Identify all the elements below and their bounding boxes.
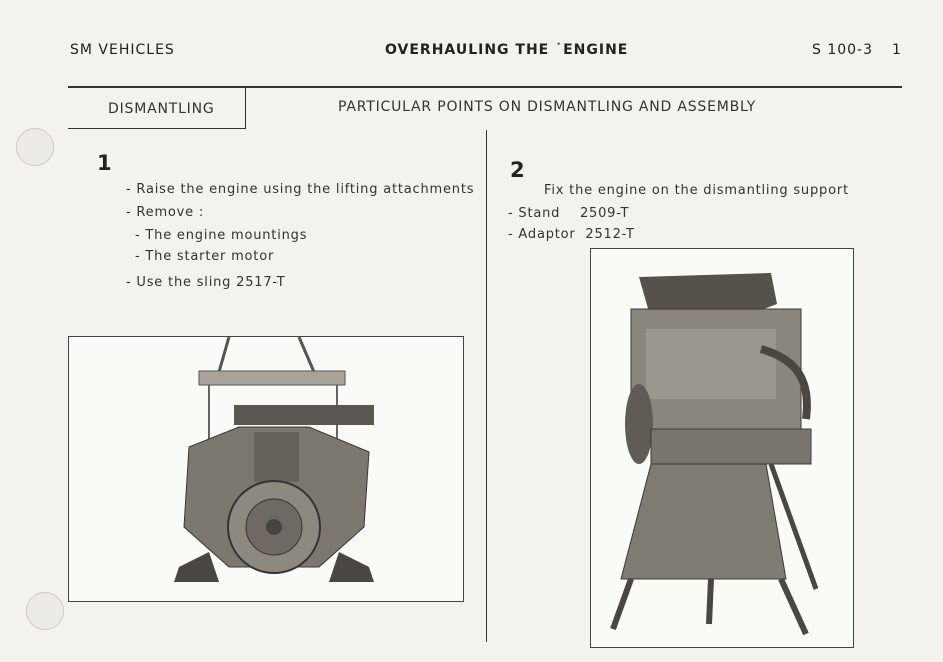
page-number: 1 [892, 42, 902, 58]
step-2-line-2: - Stand 2509-T [508, 206, 630, 221]
section-tab-label: DISMANTLING [108, 101, 215, 117]
header-title: OVERHAULING THE ˙ENGINE [385, 42, 629, 58]
step-2-line-1: Fix the engine on the dismantling suppor… [544, 183, 849, 198]
header-rule [68, 86, 902, 88]
tab-divider [245, 86, 246, 129]
column-divider [486, 130, 487, 642]
punch-hole-bottom [26, 592, 64, 630]
step-2-number: 2 [510, 158, 525, 182]
engine-sling-photo [68, 336, 464, 602]
punch-hole-top [16, 128, 54, 166]
step-1-line-5: - Use the sling 2517-T [126, 275, 286, 290]
engine-stand-photo [590, 248, 854, 648]
section-title: PARTICULAR POINTS ON DISMANTLING AND ASS… [338, 99, 757, 115]
step-2-line-3: - Adaptor 2512-T [508, 227, 635, 242]
step-1-line-4: - The starter motor [135, 249, 275, 264]
header-ref: S 100-3 [812, 42, 874, 58]
step-1-line-3: - The engine mountings [135, 228, 308, 243]
step-1-number: 1 [97, 151, 112, 175]
step-1-line-2: - Remove : [126, 205, 205, 220]
step-1-line-1: - Raise the engine using the lifting att… [126, 182, 475, 197]
header-left: SM VEHICLES [70, 42, 175, 58]
tab-underline [68, 128, 246, 129]
